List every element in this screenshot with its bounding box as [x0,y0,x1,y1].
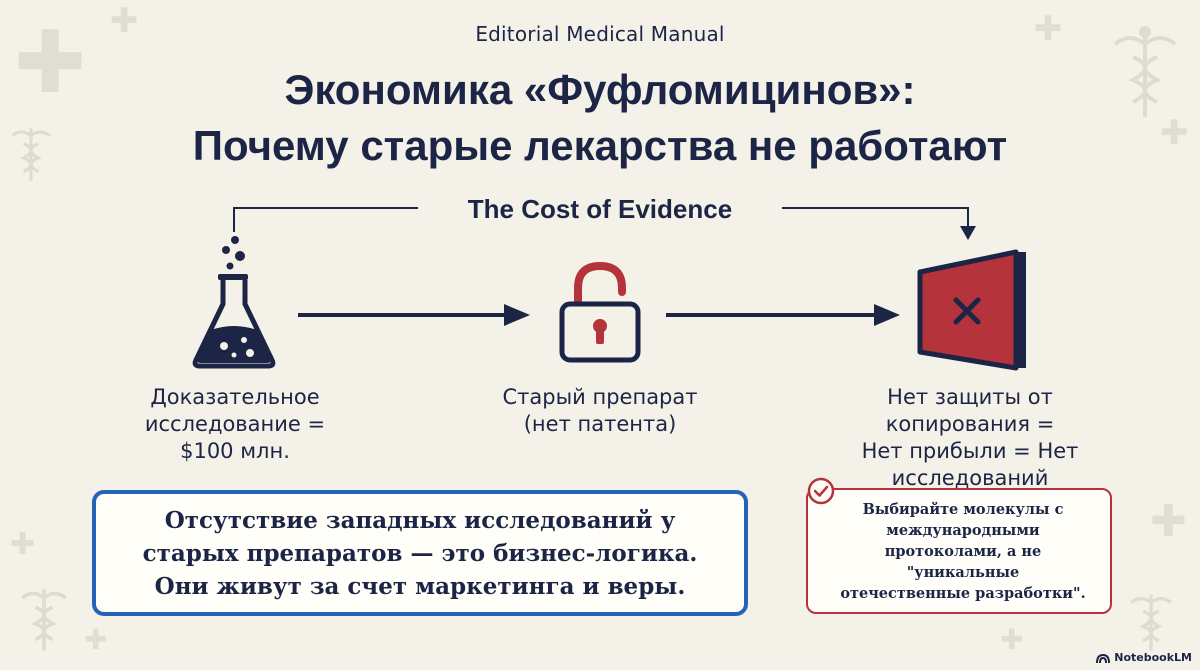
plus-decoration-icon: ✚ [1160,113,1189,153]
caduceus-decoration-icon [1130,594,1172,651]
recommendation-box: Выбирайте молекулы с международными прот… [806,488,1112,614]
key-insight-text: Отсутствие западных исследований у стары… [110,504,730,603]
plus-decoration-icon: ✚ [1034,9,1063,49]
key-insight-box: Отсутствие западных исследований у стары… [92,490,748,616]
step-label-line: исследование = [144,412,326,436]
step-label-no-protection: Нет защиты от копирования = Нет прибыли … [830,384,1110,492]
recommendation-line: Выбирайте молекулы с [862,500,1064,518]
key-insight-line: Отсутствие западных исследований у [164,506,676,534]
recommendation-line: "уникальные [906,563,1020,581]
plus-decoration-icon: ✚ [10,527,36,562]
step-label-line: $100 млн. [180,439,290,463]
plus-decoration-icon: ✚ [14,13,87,113]
title-line-1: Экономика «Фуфломицинов»: [284,66,916,113]
step-label-line: Нет прибыли = Нет [861,439,1079,463]
step-label-line: (нет патента) [523,412,677,436]
step-label-evidence: Доказательное исследование = $100 млн. [110,384,360,465]
caduceus-decoration-icon [1113,26,1177,117]
step-label-line: Нет защиты от [887,385,1053,409]
flow-label: The Cost of Evidence [420,194,780,225]
blocked-door-icon [917,249,1026,371]
flask-icon [192,236,276,369]
flow-arrow [666,304,900,326]
key-insight-line: старых препаратов — это бизнес-логика. [142,539,698,567]
key-insight-line: Они живут за счет маркетинга и веры. [154,572,686,600]
step-label-line: копирования = [885,412,1055,436]
step-label-line: исследований [891,466,1049,490]
manual-subtitle: Editorial Medical Manual [475,22,725,46]
flow-arrow [298,304,530,326]
plus-decoration-icon: ✚ [84,623,108,656]
brand-label: NotebookLM [1114,651,1192,664]
caduceus-decoration-icon [21,589,67,651]
title-line-2: Почему старые лекарства не работают [192,122,1008,169]
recommendation-line: отечественные разработки". [840,584,1086,602]
caduceus-decoration-icon [11,128,51,181]
notebooklm-logo-icon [1096,653,1111,663]
plus-decoration-icon: ✚ [110,1,139,41]
step-label-line: Доказательное [150,385,320,409]
plus-decoration-icon: ✚ [1000,623,1024,656]
plus-decoration-icon: ✚ [1150,496,1187,547]
brand-watermark: NotebookLM [1096,651,1192,664]
step-label-line: Старый препарат [502,385,698,409]
step-label-old-drug: Старый препарат (нет патента) [470,384,730,438]
checkmark-badge-icon [807,477,835,505]
unlocked-padlock-icon [559,261,641,363]
recommendation-text: Выбирайте молекулы с международными прот… [838,499,1088,604]
recommendation-line: международными [886,521,1040,539]
page-title: Экономика «Фуфломицинов»: Почему старые … [0,62,1200,174]
recommendation-line: протоколами, а не [884,542,1042,560]
